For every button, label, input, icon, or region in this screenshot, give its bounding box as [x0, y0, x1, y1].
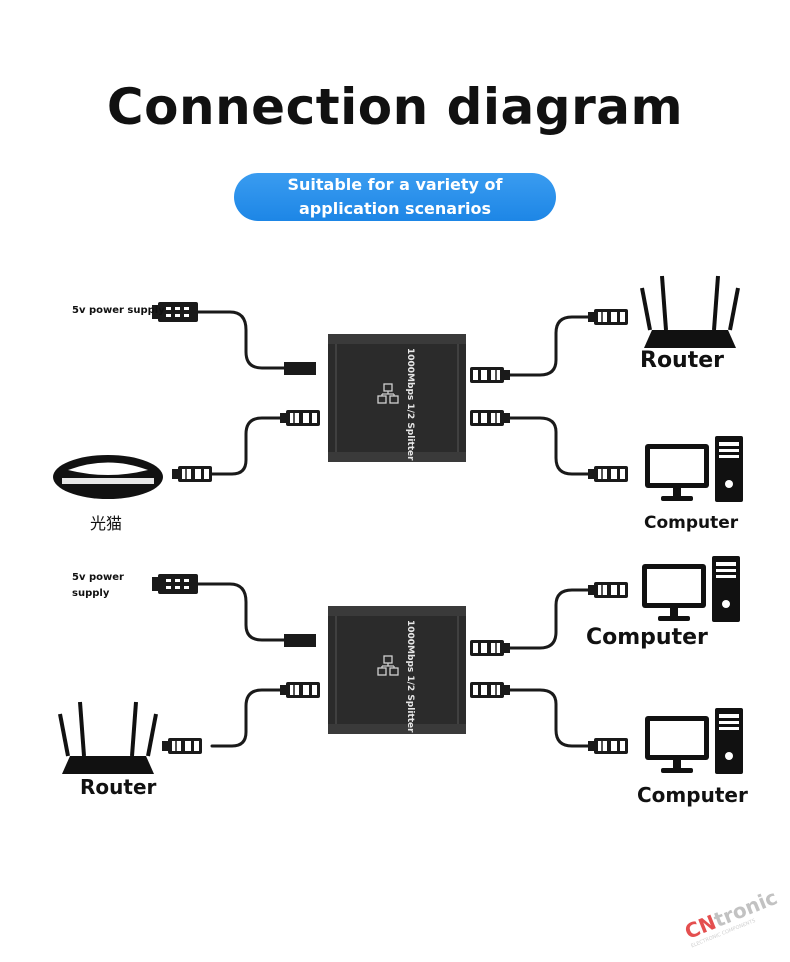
- power-plug-2: [284, 634, 316, 647]
- computer-icon-2b: [645, 708, 743, 774]
- rj45-plug-computer-2a: [587, 581, 629, 599]
- computer-label-1: Computer: [644, 513, 739, 533]
- usb-plug-2: [152, 574, 198, 594]
- splitter-device-1: [327, 333, 467, 463]
- source-label-1: 光猫: [90, 514, 123, 533]
- rj45-plug-out-a-1: [469, 366, 511, 384]
- power-plug-1: [284, 362, 316, 375]
- computer-label-2a: Computer: [586, 625, 708, 650]
- subtitle-line-2: application scenarios: [299, 199, 491, 218]
- computer-icon-1: [645, 436, 743, 502]
- subtitle-line-1: Suitable for a variety of: [287, 175, 503, 194]
- subtitle-badge: Suitable for a variety of application sc…: [234, 173, 556, 221]
- splitter-device-2: [327, 605, 467, 735]
- rj45-plug-input-1: [279, 409, 321, 427]
- power-supply-label-1: 5v power supply: [72, 305, 165, 316]
- rj45-plug-out-a-2: [469, 639, 511, 657]
- router-label-1: Router: [640, 348, 725, 373]
- optical-modem-icon: [53, 455, 163, 499]
- scenario-2: [58, 556, 743, 776]
- rj45-plug-computer-2b: [587, 737, 629, 755]
- power-supply-label-2-line-1: 5v power: [72, 572, 124, 583]
- computer-label-2b: Computer: [637, 783, 748, 807]
- rj45-plug-source-1: [171, 465, 213, 483]
- rj45-plug-source-2: [161, 737, 203, 755]
- device-label-1: 1000Mbps 1/2 Splitter: [405, 348, 415, 461]
- rj45-plug-out-b-2: [469, 681, 511, 699]
- rj45-plug-out-b-1: [469, 409, 511, 427]
- rj45-plug-input-2: [279, 681, 321, 699]
- router-label-2: Router: [80, 775, 157, 799]
- device-label-2: 1000Mbps 1/2 Splitter: [405, 620, 415, 733]
- computer-icon-2a: [642, 556, 740, 622]
- power-supply-label-2: 5v power supply: [72, 570, 124, 602]
- power-supply-label-2-line-2: supply: [72, 588, 110, 599]
- diagram-title: Connection diagram: [106, 78, 684, 136]
- rj45-plug-router-1: [587, 308, 629, 326]
- rj45-plug-computer-1: [587, 465, 629, 483]
- scenario-1: [53, 274, 743, 502]
- router-icon-2: [58, 700, 158, 776]
- router-icon-1: [640, 274, 740, 350]
